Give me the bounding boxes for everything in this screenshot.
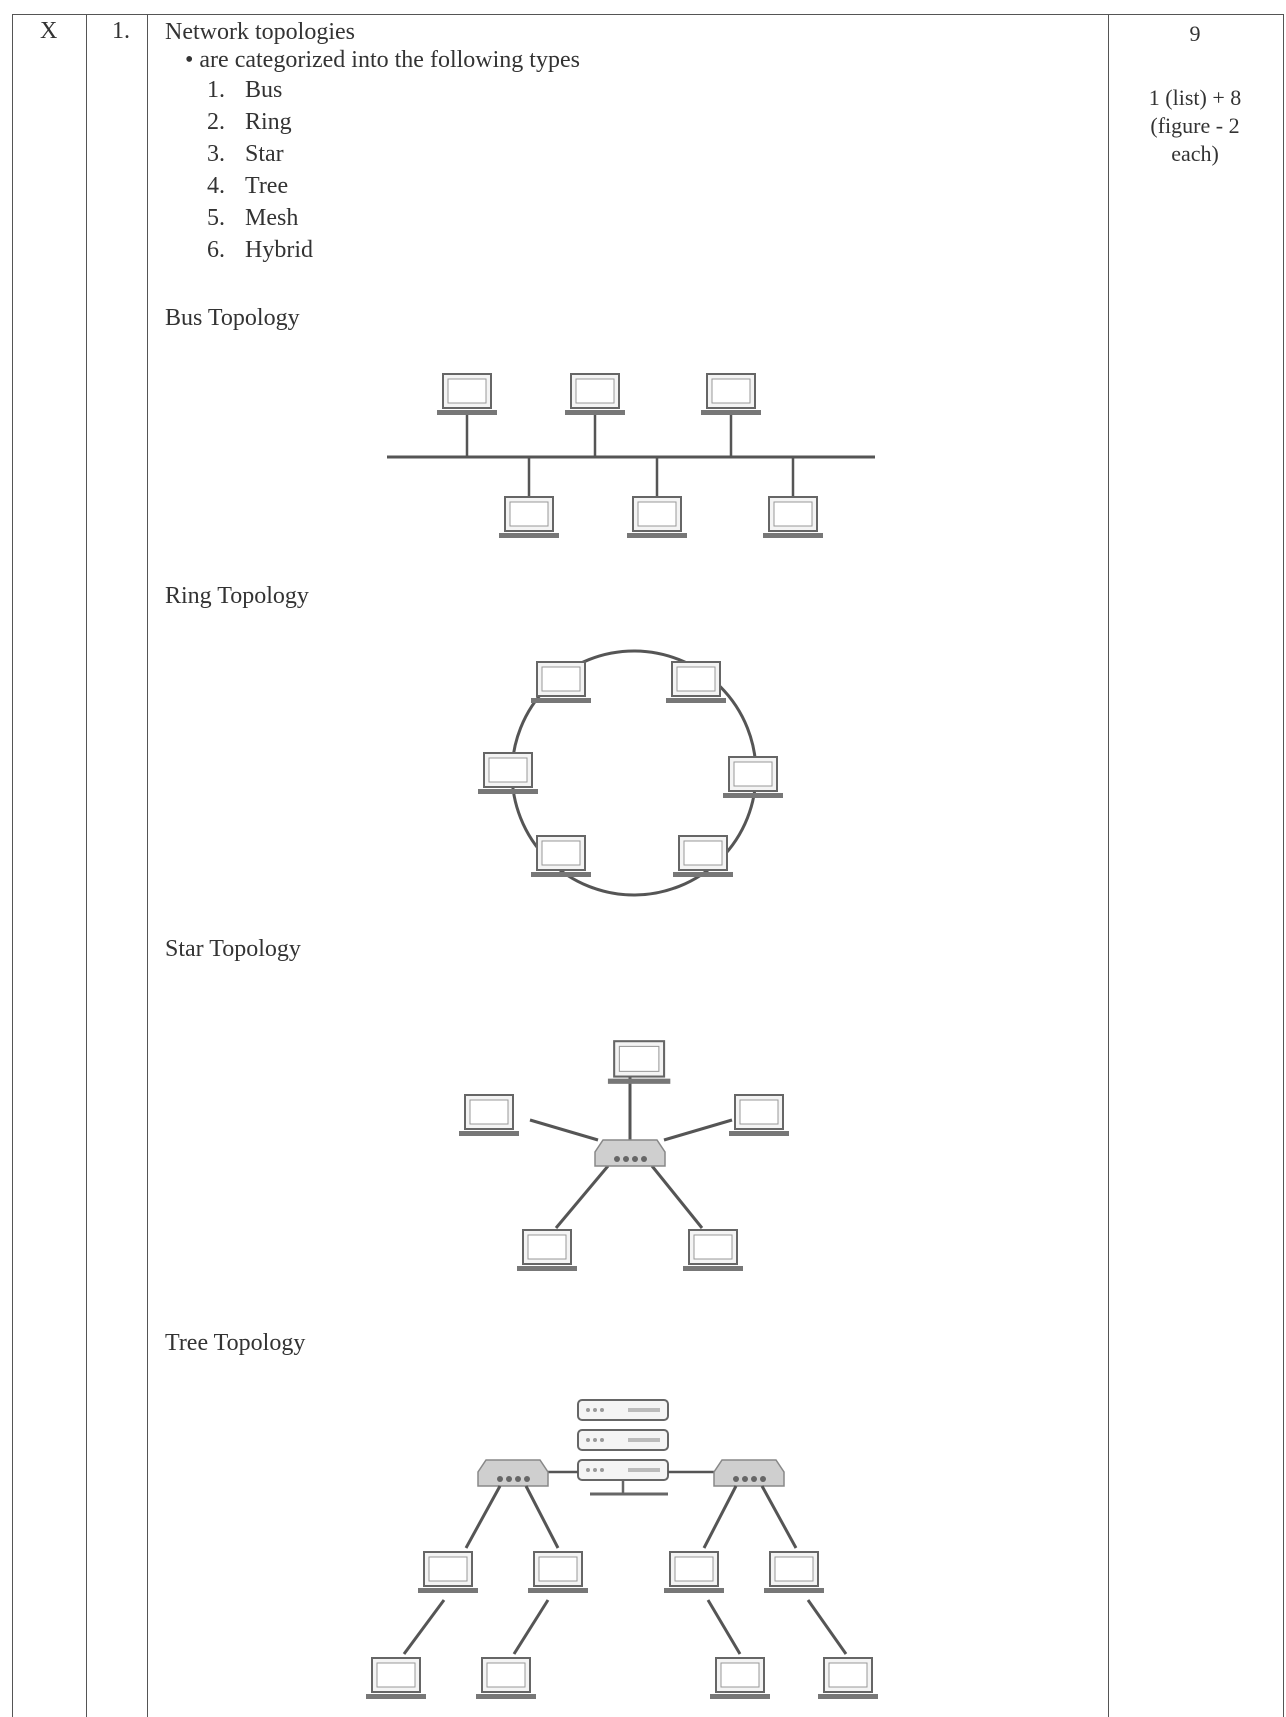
computer-icon (564, 373, 626, 416)
list-item: 5.Mesh (207, 205, 299, 231)
computer-icon (417, 1551, 479, 1594)
tree-link (512, 1599, 550, 1655)
star-link (650, 1165, 704, 1229)
tree-link (464, 1485, 502, 1549)
star-link (554, 1165, 610, 1229)
computer-icon (477, 752, 539, 795)
computer-icon (763, 1551, 825, 1594)
bus-topology-title: Bus Topology (165, 305, 300, 331)
column-divider (1108, 14, 1109, 1717)
table-top-border (12, 14, 1284, 15)
computer-icon (709, 1657, 771, 1700)
computer-icon (436, 373, 498, 416)
tree-link (402, 1599, 446, 1655)
server-icon (577, 1399, 669, 1421)
computer-icon (817, 1657, 879, 1700)
computer-icon (606, 1040, 672, 1085)
star-topology-title: Star Topology (165, 936, 301, 962)
marks-line: (figure - 2 (1150, 113, 1240, 138)
computer-icon (475, 1657, 537, 1700)
marks-line: each) (1171, 141, 1219, 166)
star-link (529, 1118, 599, 1142)
tree-link (706, 1599, 742, 1655)
computer-icon (626, 496, 688, 539)
computer-icon (527, 1551, 589, 1594)
topology-type-list: 1.Bus 2.Ring 3.Star 4.Tree 5.Mesh 6.Hybr… (207, 74, 1100, 266)
server-icon (577, 1459, 669, 1481)
marks-breakdown: 1 (list) + 8 (figure - 2 each) (1110, 84, 1280, 168)
list-item: 1.Bus (207, 77, 283, 103)
computer-icon (498, 496, 560, 539)
computer-icon (682, 1229, 744, 1272)
answer-heading: Network topologies (165, 19, 355, 45)
list-item: 3.Star (207, 141, 284, 167)
computer-icon (665, 661, 727, 704)
marks-line: 1 (list) + 8 (1148, 85, 1242, 110)
server-icon (577, 1429, 669, 1451)
tree-link (702, 1485, 738, 1549)
question-number: X (40, 18, 58, 44)
computer-icon (365, 1657, 427, 1700)
list-item: 6.Hybrid (207, 237, 313, 263)
hub-switch-icon (594, 1139, 666, 1167)
bullet-item: •are categorized into the following type… (185, 46, 1100, 74)
column-divider (86, 14, 87, 1717)
computer-icon (762, 496, 824, 539)
computer-icon (663, 1551, 725, 1594)
switch-icon (713, 1459, 785, 1487)
table-right-border (1283, 14, 1284, 1717)
computer-icon (458, 1094, 520, 1137)
bullet-icon: • (185, 47, 194, 73)
computer-icon (516, 1229, 578, 1272)
computer-icon (728, 1094, 790, 1137)
list-item: 4.Tree (207, 173, 289, 199)
column-divider (147, 14, 148, 1717)
tree-link (760, 1485, 798, 1549)
computer-icon (530, 661, 592, 704)
tree-topology-title: Tree Topology (165, 1330, 306, 1356)
switch-icon (477, 1459, 549, 1487)
list-item: 2.Ring (207, 109, 292, 135)
bullet-text: are categorized into the following types (199, 47, 580, 73)
ring-topology-title: Ring Topology (165, 583, 309, 609)
computer-icon (672, 835, 734, 878)
marks-total: 9 (1189, 21, 1201, 46)
star-link (663, 1118, 733, 1142)
tree-link (524, 1485, 560, 1549)
table-left-border (12, 14, 13, 1717)
computer-icon (722, 756, 784, 799)
computer-icon (700, 373, 762, 416)
computer-icon (530, 835, 592, 878)
tree-link (806, 1599, 848, 1655)
answer-content: Network topologies •are categorized into… (165, 18, 1100, 266)
sub-question-number: 1. (112, 18, 130, 44)
